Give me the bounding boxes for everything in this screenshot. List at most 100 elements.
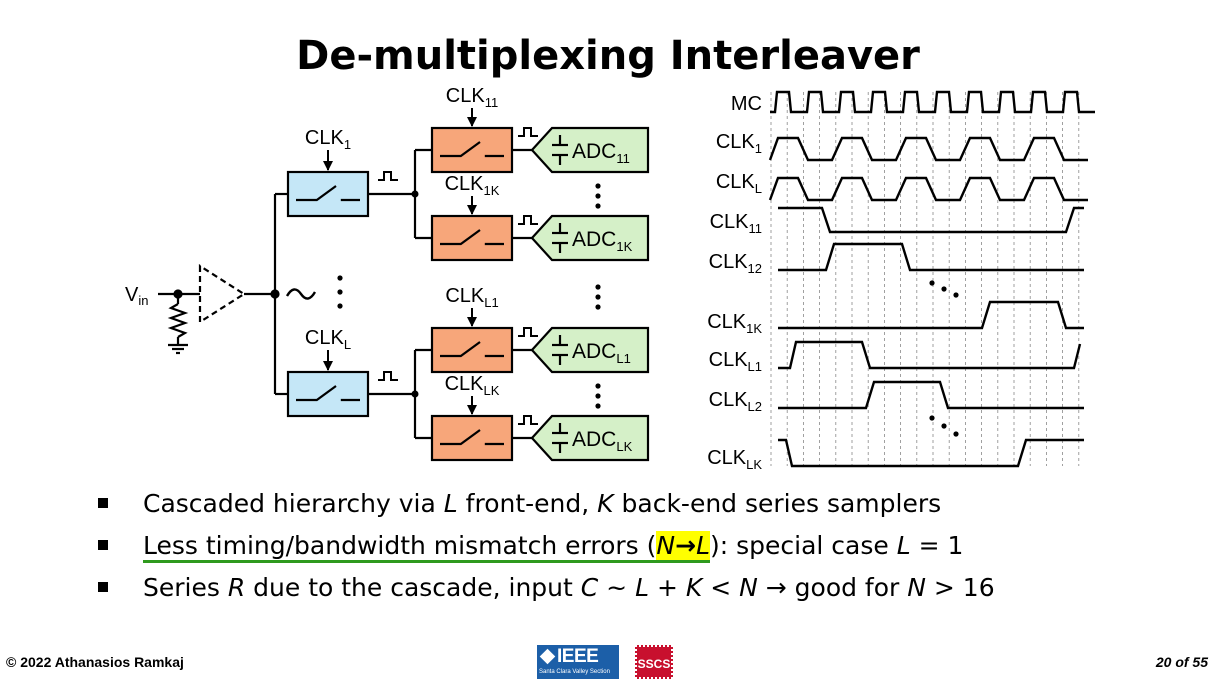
ellipsis-dot [929,415,935,421]
frontend-clk-label: CLKL [305,327,351,352]
backend-clk-label: CLKLK [445,373,500,398]
backend-sampler [430,214,514,262]
bullet-hierarchy: Cascaded hierarchy via L front-end, K ba… [98,484,1208,526]
waveform-clkl [768,176,1088,202]
backend-branch: CLKLK ADCLK [415,373,650,462]
waveform-clk12 [778,242,1084,272]
continuous-signal-icon [285,288,317,300]
bullet-marker [98,582,108,592]
circuit-schematic [158,192,317,396]
var-N: N [656,531,676,560]
ieee-logo: IEEE Santa Clara Valley Section [537,645,619,679]
var-N: N [907,573,926,602]
bullet-series-r: Series R due to the cascade, input C ~ L… [98,568,1208,610]
input-source [158,289,200,355]
bullet-marker [98,498,108,508]
waveform-clkl2 [778,380,1084,410]
bullet-text: back-end series samplers [613,489,942,518]
bullet-text: Less timing/bandwidth mismatch errors ( [143,531,657,560]
bullet-marker [98,540,108,550]
adc-block: ADCLK [530,414,650,462]
ellipsis-dot [953,292,959,298]
adc-block: ADCL1 [530,326,650,374]
pulse-icon [378,171,398,181]
pulse-icon [378,371,398,381]
frontend-clk-label: CLK1 [305,127,351,152]
adc-label: ADCLK [572,428,633,454]
bullet-text: front-end, [457,489,598,518]
signal-label: MC [731,93,762,115]
ellipsis-dots [595,183,601,209]
backend-branch: CLK1K ADC1K [415,173,650,262]
waveform-clklk [778,438,1084,468]
waveform-mc [770,90,1095,114]
pulse-icon [518,215,538,225]
bullet-mismatch: Less timing/bandwidth mismatch errors (N… [98,526,1208,568]
backend-sampler [430,126,514,174]
buffer-amplifier [198,263,247,325]
pulse-icon [518,415,538,425]
bullet-text: > 16 [925,573,995,602]
bullet-text: < [702,573,740,602]
frontend-branch: CLKL [286,327,419,438]
ellipsis-dots [595,284,601,310]
signal-label: CLK1K [707,311,762,336]
page-number: 20 of 55 [1155,654,1208,670]
waveform-clk1k [778,300,1084,330]
var-R: R [227,573,246,602]
adc-block: ADC1K [530,214,650,262]
var-L: L [696,531,710,560]
bullet-text: ~ [598,573,636,602]
signal-label: CLK11 [710,211,762,236]
var-K: K [597,489,614,518]
ieee-diamond-icon [539,648,556,665]
vin-label: Vin [125,284,148,308]
backend-sampler [430,326,514,374]
adc-label: ADC1K [572,228,633,254]
logos: IEEE Santa Clara Valley Section SSCS [537,645,677,679]
ellipsis-dot [941,423,947,429]
frontend-sampler [286,370,370,418]
waveform-clk11 [778,206,1084,234]
bullet-text: Cascaded hierarchy via [143,489,444,518]
pulse-icon [518,327,538,337]
underlined-text: Less timing/bandwidth mismatch errors (N… [143,531,710,563]
ellipsis-dots-front [337,275,343,309]
ellipsis-dot [941,286,947,292]
bullet-list: Cascaded hierarchy via L front-end, K ba… [98,484,1208,610]
var-N: N [739,573,758,602]
bullet-text: = 1 [910,531,964,560]
bullet-text: ): special case [710,531,897,560]
frontend-branch: CLK1 [286,127,419,238]
var-L: L [635,573,650,602]
ellipsis-dot [929,280,935,286]
ellipsis-dot [953,431,959,437]
var-L: L [896,531,911,560]
adc-label: ADCL1 [572,340,631,366]
waveform-clkl1 [778,340,1082,370]
signal-label: CLK1 [716,131,762,156]
slide-title: De-multiplexing Interleaver [296,33,920,79]
signal-label: CLKL2 [709,389,762,414]
bullet-text: due to the cascade, input [245,573,581,602]
bullet-text: Series [143,573,228,602]
arrow-symbol: → [675,531,697,560]
ieee-logo-text: IEEE [557,646,599,667]
ieee-section-text: Santa Clara Valley Section [539,669,610,675]
waveform-clk1 [768,136,1088,162]
signal-label: CLKL1 [709,349,762,374]
bullet-text: + [649,573,686,602]
signal-label: CLKLK [707,447,762,472]
var-K: K [685,573,703,602]
ellipsis-dots [595,383,601,409]
sscs-logo: SSCS [635,645,673,679]
adc-label: ADC11 [572,140,630,166]
bullet-text: → good for [757,573,908,602]
var-L: L [443,489,458,518]
backend-clk-label: CLK11 [446,85,498,110]
backend-clk-label: CLK1K [445,173,500,198]
